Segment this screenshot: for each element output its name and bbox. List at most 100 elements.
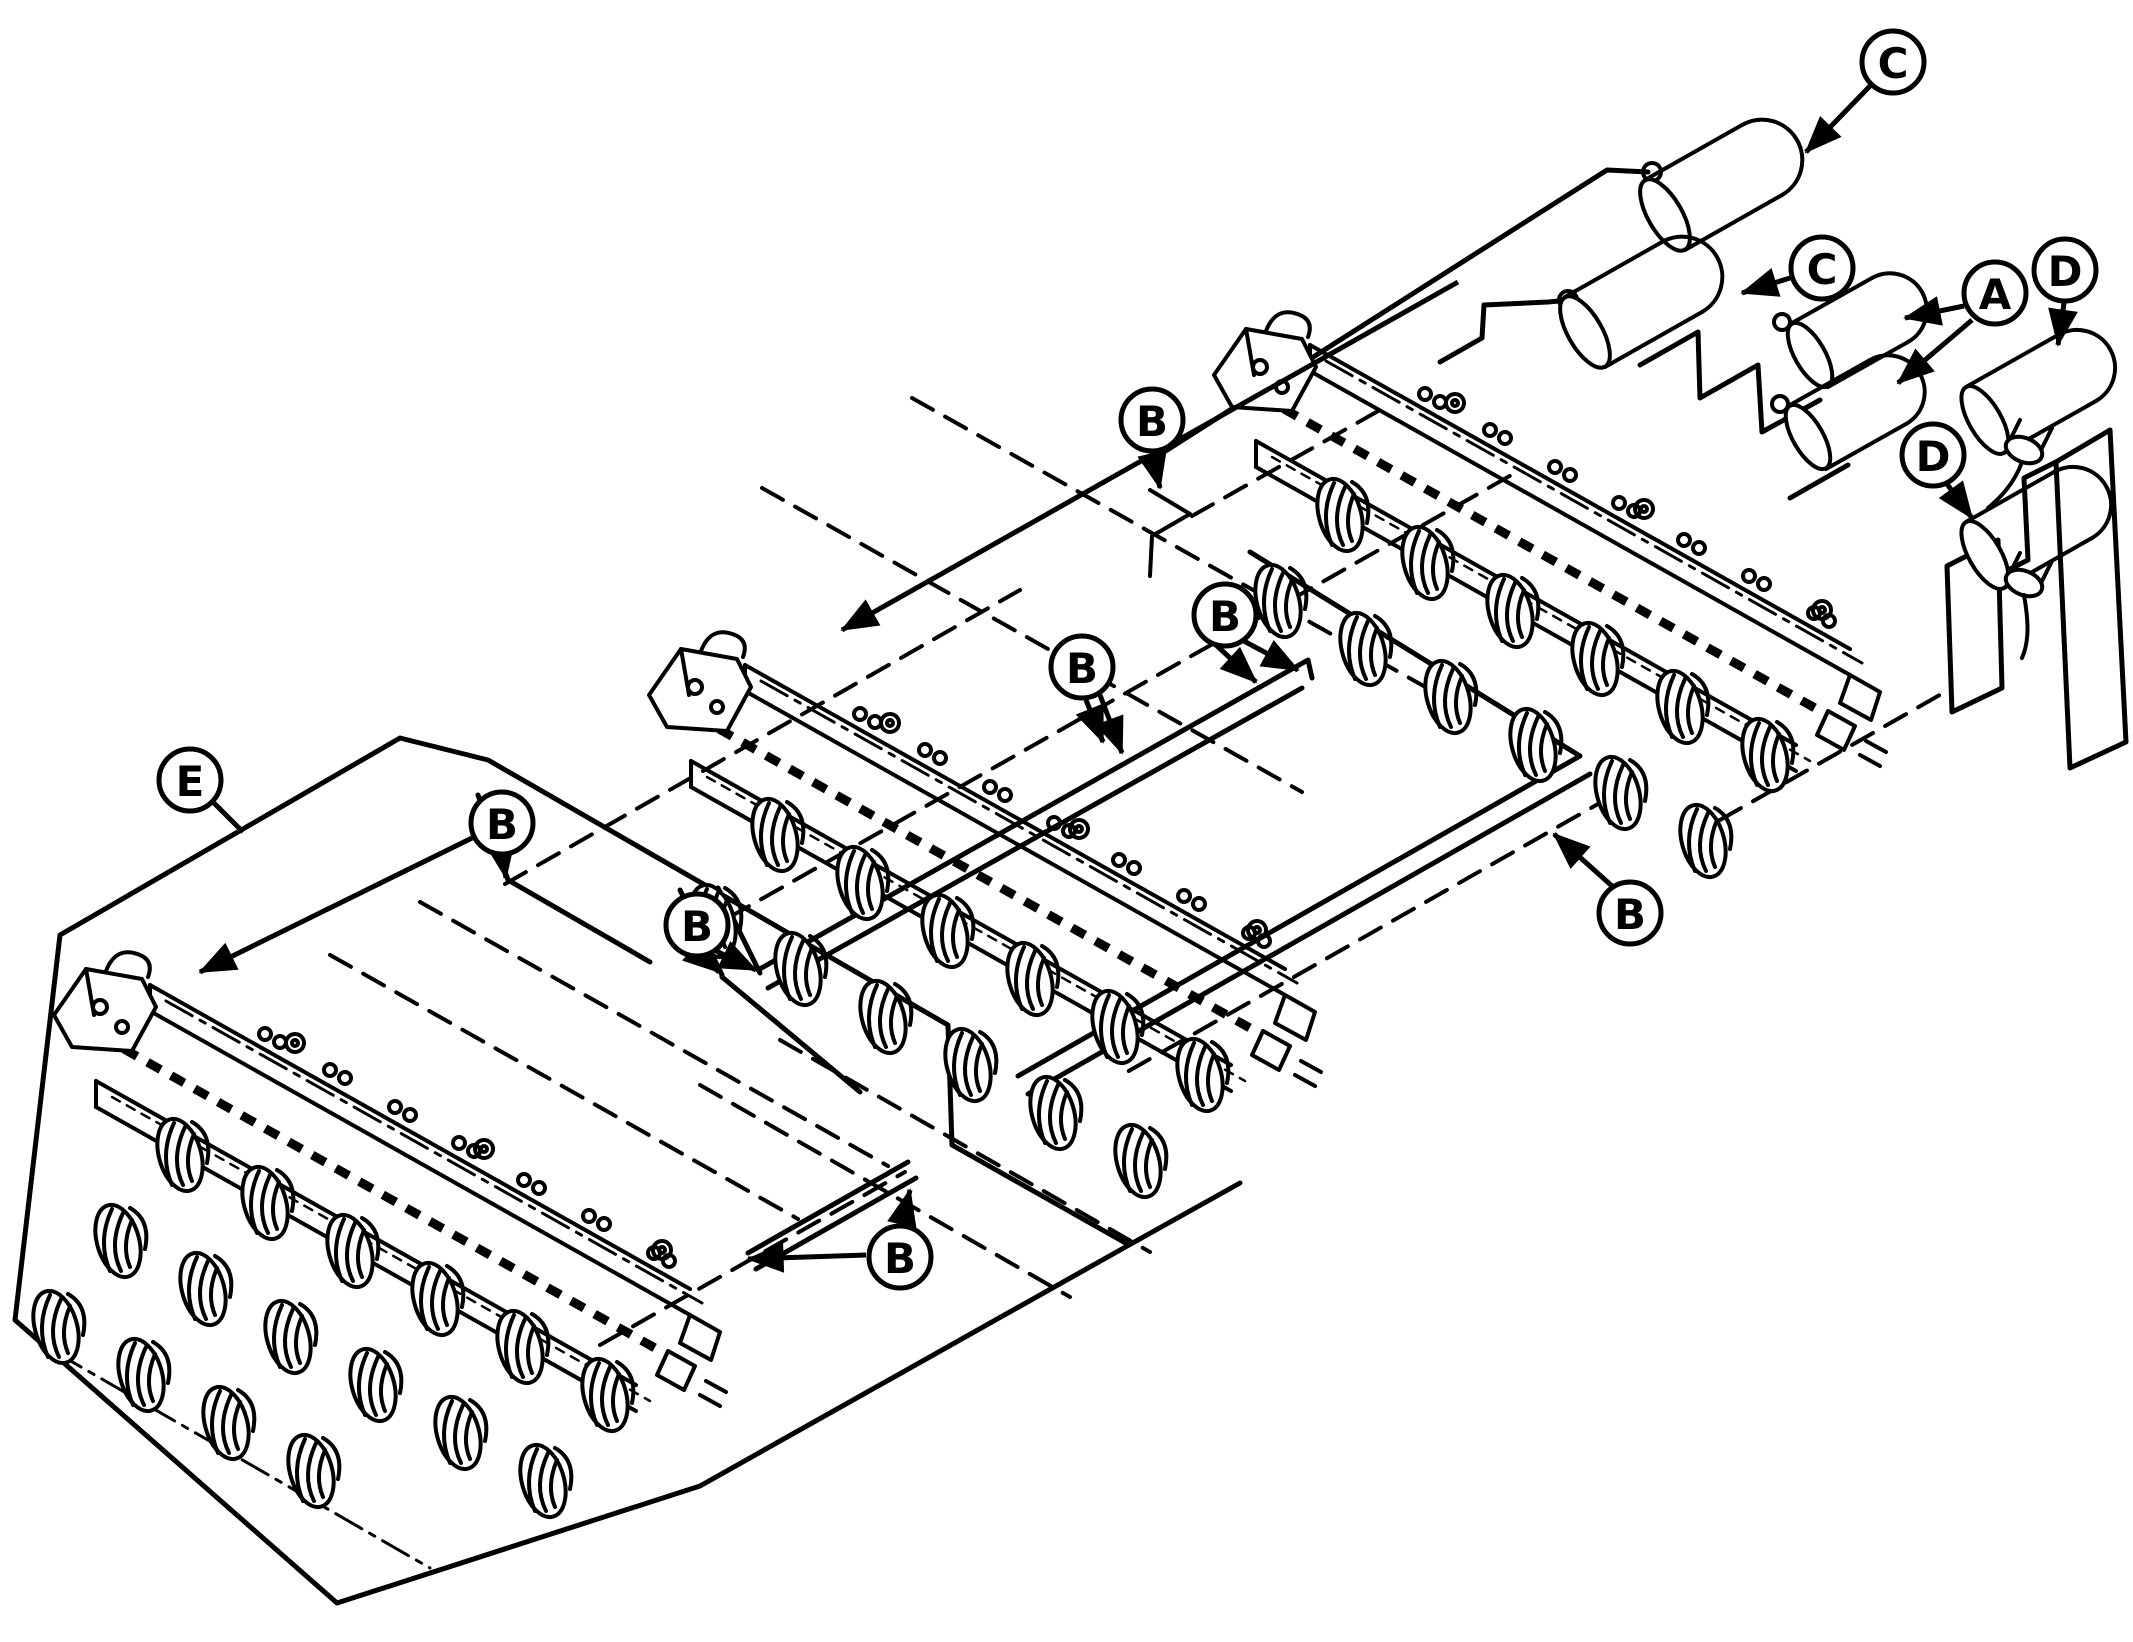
- coupling-end-face: [1638, 177, 1692, 253]
- coupling-ring: [1770, 394, 1790, 414]
- callout-circle: [663, 891, 731, 959]
- callout-e: E: [156, 746, 224, 814]
- callout-circle: [1118, 386, 1186, 454]
- coupling-body: [1790, 276, 1910, 389]
- shaft-line-b: [755, 657, 1315, 973]
- tee-lanyard: [1986, 460, 2024, 510]
- leader-arrow-b-leftpair-2: [712, 941, 758, 973]
- callout-circle: [2031, 236, 2099, 304]
- callout-d-top: D: [2031, 236, 2099, 304]
- callout-circle: [866, 1223, 934, 1291]
- leader-arrows: [198, 84, 2078, 1273]
- leader-arrow-b-left-1: [485, 840, 515, 880]
- seam-line: [719, 974, 863, 1095]
- tee-far-cap: [2052, 464, 2114, 540]
- coupling-a-upper: [1772, 271, 1929, 390]
- panel-e-edge-extension: [1126, 1180, 1243, 1248]
- tee-stub-face: [2003, 567, 2045, 599]
- leader-arrow-d-top: [2048, 302, 2078, 347]
- assembly-middle: [649, 632, 1321, 1202]
- leader-arrow-d-middle: [1938, 480, 1975, 520]
- leader-arrow-b-leftpair-1: [682, 937, 721, 974]
- leader-arrow-c-middle: [1740, 268, 1791, 297]
- coupling-c-top: [1638, 117, 1805, 253]
- callout-letter: D: [2048, 247, 2083, 296]
- hidden-edge: [328, 953, 800, 1221]
- coupling-end-face: [1783, 402, 1833, 472]
- leader-arrow-b-mid-2: [1095, 694, 1125, 755]
- seam-end-line: [745, 1159, 911, 1256]
- callout-a: A: [1961, 259, 2029, 327]
- blank-step-outline: [1437, 298, 1562, 365]
- leader-arrow-b-upper: [1137, 449, 1167, 490]
- coupling-body: [1788, 358, 1908, 471]
- callout-circle: [1191, 581, 1259, 649]
- callout-b-right-pair: B: [1191, 581, 1259, 649]
- tee-fitting-d-top: [1959, 327, 2118, 510]
- coupling-body: [1563, 240, 1704, 369]
- hidden-edge: [503, 588, 1022, 886]
- callout-letter: C: [1878, 39, 1909, 88]
- leader-arrow-c-top: [1804, 84, 1872, 154]
- callout-letter: B: [1209, 592, 1241, 641]
- coupling-far-cap: [1870, 271, 1929, 344]
- tee-fitting-d-middle: [1959, 464, 2114, 660]
- callout-circle: [1899, 421, 1967, 489]
- callout-letter: B: [486, 800, 518, 849]
- callout-letter: D: [1916, 432, 1951, 481]
- hidden-edge: [698, 1083, 1072, 1299]
- callout-b-shaft: B: [1596, 879, 1664, 947]
- hidden-edge: [1718, 686, 1954, 822]
- callout-letter: B: [681, 902, 713, 951]
- callout-c-middle: C: [1788, 234, 1856, 302]
- hidden-edge: [778, 1038, 1152, 1254]
- coupling-ring: [1772, 312, 1792, 332]
- callout-b-upper: B: [1118, 386, 1186, 454]
- callout-letter: E: [176, 757, 205, 806]
- callout-letter: A: [1979, 270, 2012, 319]
- tee-stub-face: [2003, 434, 2045, 466]
- callout-letter: B: [1066, 644, 1098, 693]
- callout-b-left-pair: B: [663, 891, 731, 959]
- coupling-far-cap: [1740, 117, 1805, 197]
- assembly-left: [54, 952, 726, 1522]
- coupling-far-cap: [1660, 234, 1725, 314]
- leader-arrow-a-2: [1896, 318, 1974, 385]
- flag-tab: [1148, 488, 1192, 578]
- callout-letter: B: [1614, 890, 1646, 939]
- hidden-edge: [726, 471, 1517, 920]
- panel-centerline: [53, 1350, 432, 1570]
- leader-arrow-b-right-1: [1214, 643, 1258, 684]
- leader-arrow-b-shaft: [1552, 832, 1614, 888]
- blank-step-outline: [1637, 329, 1823, 435]
- flag-shape: [1148, 488, 1192, 578]
- tee-lanyard: [2020, 593, 2030, 660]
- callout-b-bottom: B: [866, 1223, 934, 1291]
- coupling-c-middle: [1557, 234, 1725, 370]
- callout-circle: [1859, 28, 1927, 96]
- callout-circle: [1961, 259, 2029, 327]
- leader-arrow-b-bottom-1: [887, 1188, 917, 1229]
- callout-circle: [1048, 633, 1116, 701]
- callout-circle: [468, 789, 536, 857]
- leader-line-e: [210, 799, 245, 834]
- callout-letter: B: [884, 1234, 916, 1283]
- callout-circle: [156, 746, 224, 814]
- coupling-a-lower: [1770, 353, 1927, 472]
- callout-c-top: C: [1859, 28, 1927, 96]
- leader-arrow-a-1: [1903, 296, 1965, 326]
- hidden-edge: [1118, 794, 1614, 1078]
- callout-circle: [1596, 879, 1664, 947]
- hidden-edge: [418, 900, 890, 1168]
- shaft-line-b: [765, 685, 1305, 991]
- callout-letter: B: [1136, 397, 1168, 446]
- callout-circle: [1788, 234, 1856, 302]
- callout-b-left: B: [468, 789, 536, 857]
- leader-arrow-b-bottom-2: [746, 1242, 867, 1273]
- large-panel: [2053, 427, 2129, 771]
- leader-arrow-b-left-2: [198, 835, 474, 975]
- callout-b-mid-pair: B: [1048, 633, 1116, 701]
- blank-step-outline: [1787, 462, 1851, 501]
- fold-reference-arrow: [840, 279, 1460, 633]
